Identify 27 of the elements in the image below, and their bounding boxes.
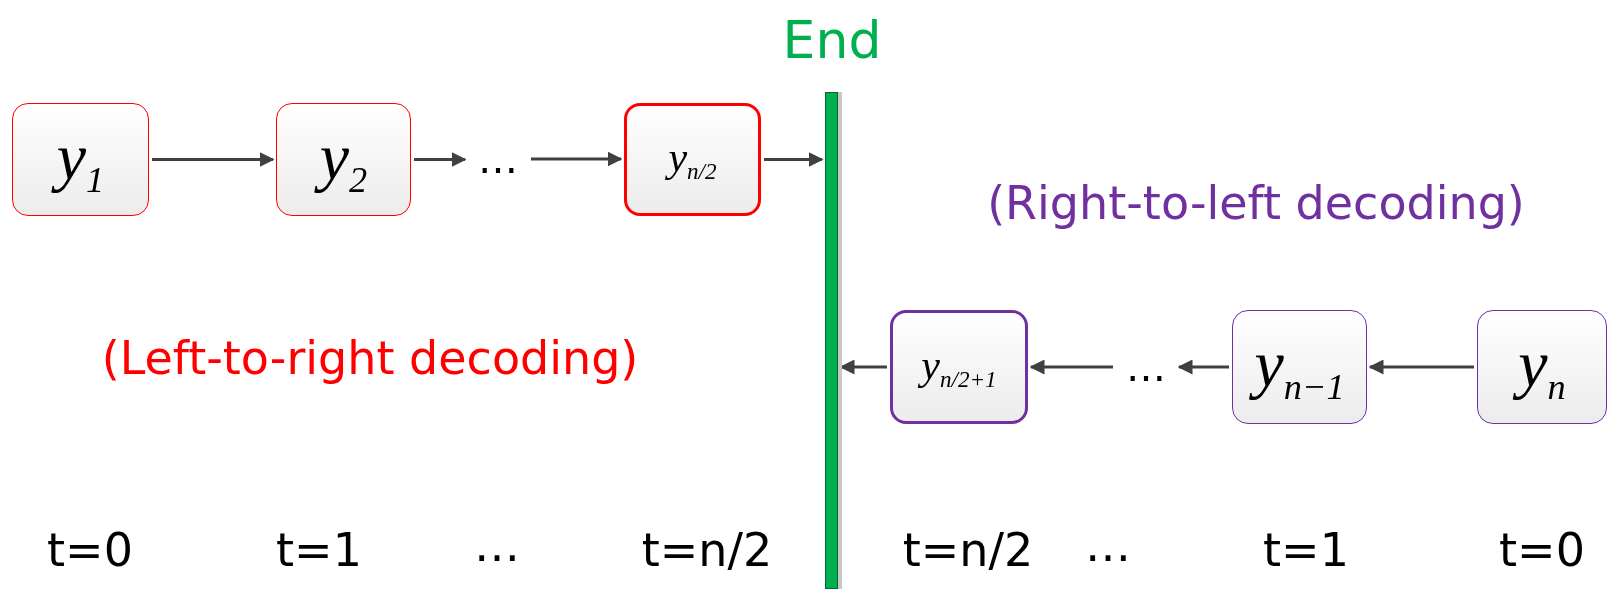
time-step-label: t=n/2 — [902, 523, 1034, 577]
time-step-label: t=1 — [276, 523, 362, 577]
arrow — [1029, 359, 1113, 375]
time-step-label: t=0 — [1499, 523, 1585, 577]
token-box: y$_{2}$ — [276, 103, 411, 216]
arrow — [152, 152, 275, 167]
time-step-label: t=n/2 — [641, 523, 773, 577]
arrow — [764, 152, 824, 167]
annotation-text: (Right-to-left decoding) — [987, 176, 1525, 230]
token-box: y$_{n}$ — [1477, 310, 1607, 424]
annotation-text: (Left-to-right decoding) — [101, 331, 639, 385]
ellipsis-text: … — [1116, 345, 1176, 389]
token-box: y$_{1}$ — [12, 103, 149, 216]
arrow — [1368, 359, 1474, 375]
arrow — [414, 152, 467, 167]
arrow — [1177, 359, 1229, 375]
arrow — [531, 151, 623, 167]
ellipsis-text: … — [1085, 518, 1131, 572]
token-box: y$_{n/2}$ — [624, 103, 761, 216]
end-label: End — [781, 9, 883, 72]
ellipsis-text: … — [474, 518, 520, 572]
arrow — [839, 359, 887, 375]
time-step-label: t=0 — [47, 523, 133, 577]
token-box: y$_{n/2+1}$ — [890, 310, 1028, 424]
ellipsis-text: … — [468, 137, 528, 181]
token-box: y$_{n−1}$ — [1232, 310, 1367, 424]
time-step-label: t=1 — [1263, 523, 1349, 577]
